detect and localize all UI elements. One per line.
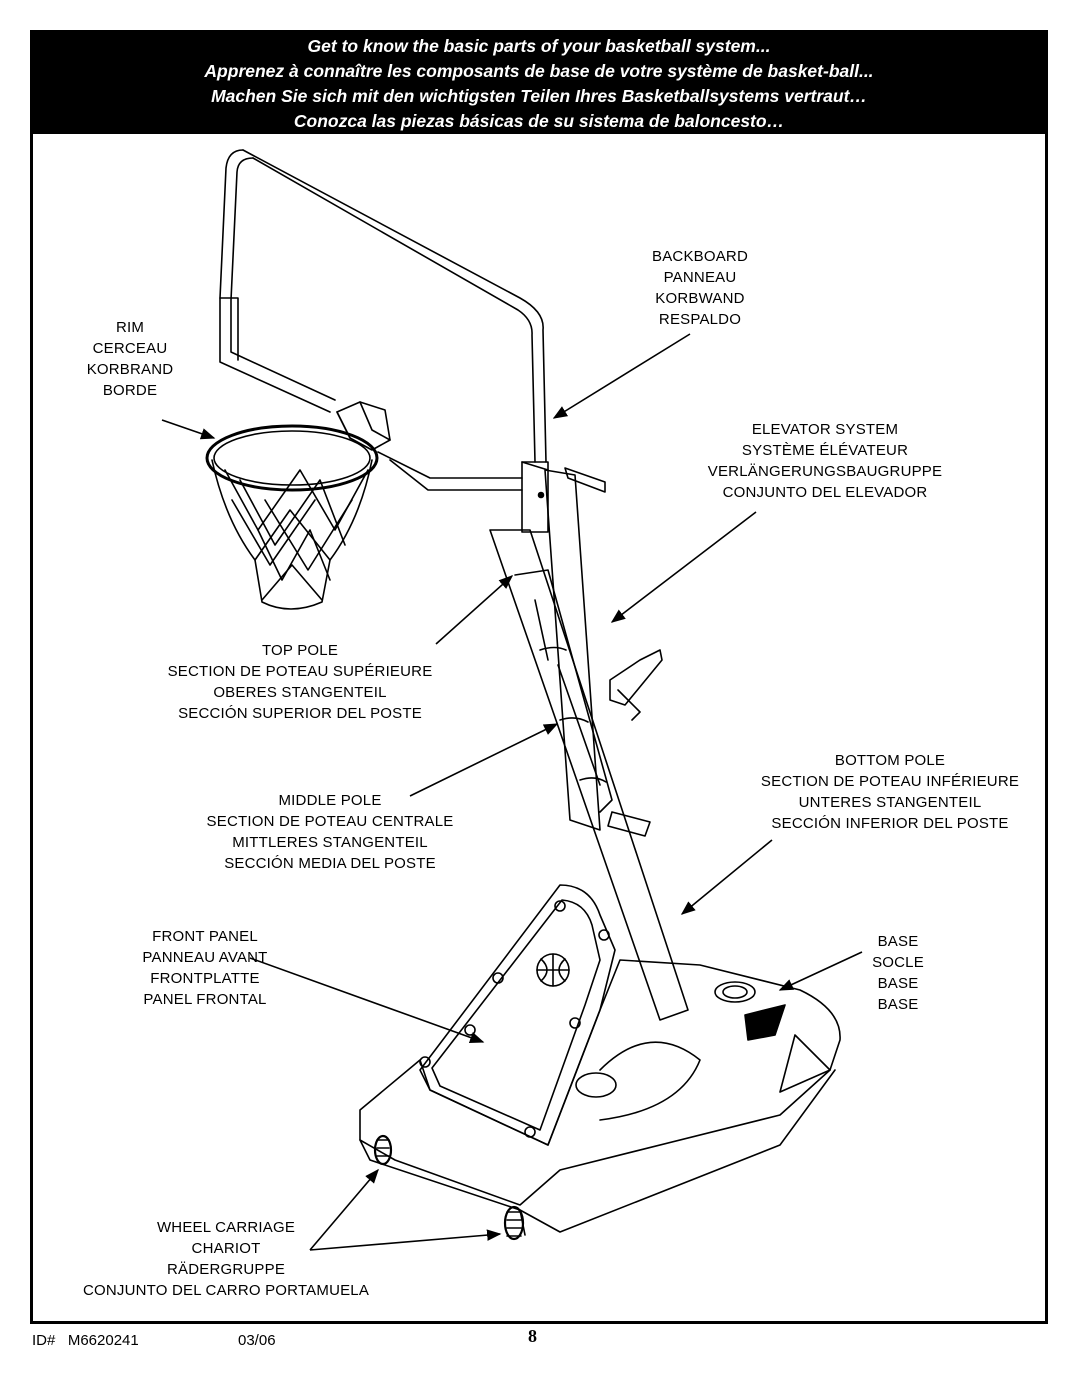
backboard-drawing bbox=[219, 149, 549, 533]
arrow-middle-pole bbox=[409, 723, 559, 797]
arrow-wheel-2 bbox=[309, 1229, 502, 1251]
page-number: 8 bbox=[528, 1326, 537, 1346]
page-header: Get to know the basic parts of your bask… bbox=[30, 30, 1048, 134]
arrow-top-pole bbox=[435, 575, 514, 645]
wheel-drawing bbox=[373, 1134, 525, 1241]
document-date: 03/06 bbox=[238, 1332, 276, 1349]
header-line-english: Get to know the basic parts of your bask… bbox=[307, 36, 771, 56]
arrow-elevator bbox=[610, 511, 757, 623]
front-panel-drawing bbox=[419, 884, 616, 1146]
header-line-french: Apprenez à connaître les composants de b… bbox=[204, 61, 874, 81]
arrow-front-panel bbox=[249, 957, 485, 1044]
arrow-base bbox=[778, 951, 863, 991]
arrow-wheel-1 bbox=[309, 1168, 379, 1251]
arrow-bottom-pole bbox=[680, 839, 773, 915]
arrows bbox=[161, 333, 863, 1251]
document-id: ID# M6620241 bbox=[32, 1332, 139, 1349]
rim-net-drawing bbox=[205, 424, 379, 610]
base-drawing bbox=[359, 959, 841, 1236]
pole-drawing bbox=[489, 467, 689, 1021]
header-line-spanish: Conozca las piezas básicas de su sistema… bbox=[293, 111, 785, 131]
arrow-backboard bbox=[552, 333, 691, 419]
header-line-german: Machen Sie sich mit den wichtigsten Teil… bbox=[211, 86, 867, 106]
arrow-rim bbox=[161, 419, 216, 440]
